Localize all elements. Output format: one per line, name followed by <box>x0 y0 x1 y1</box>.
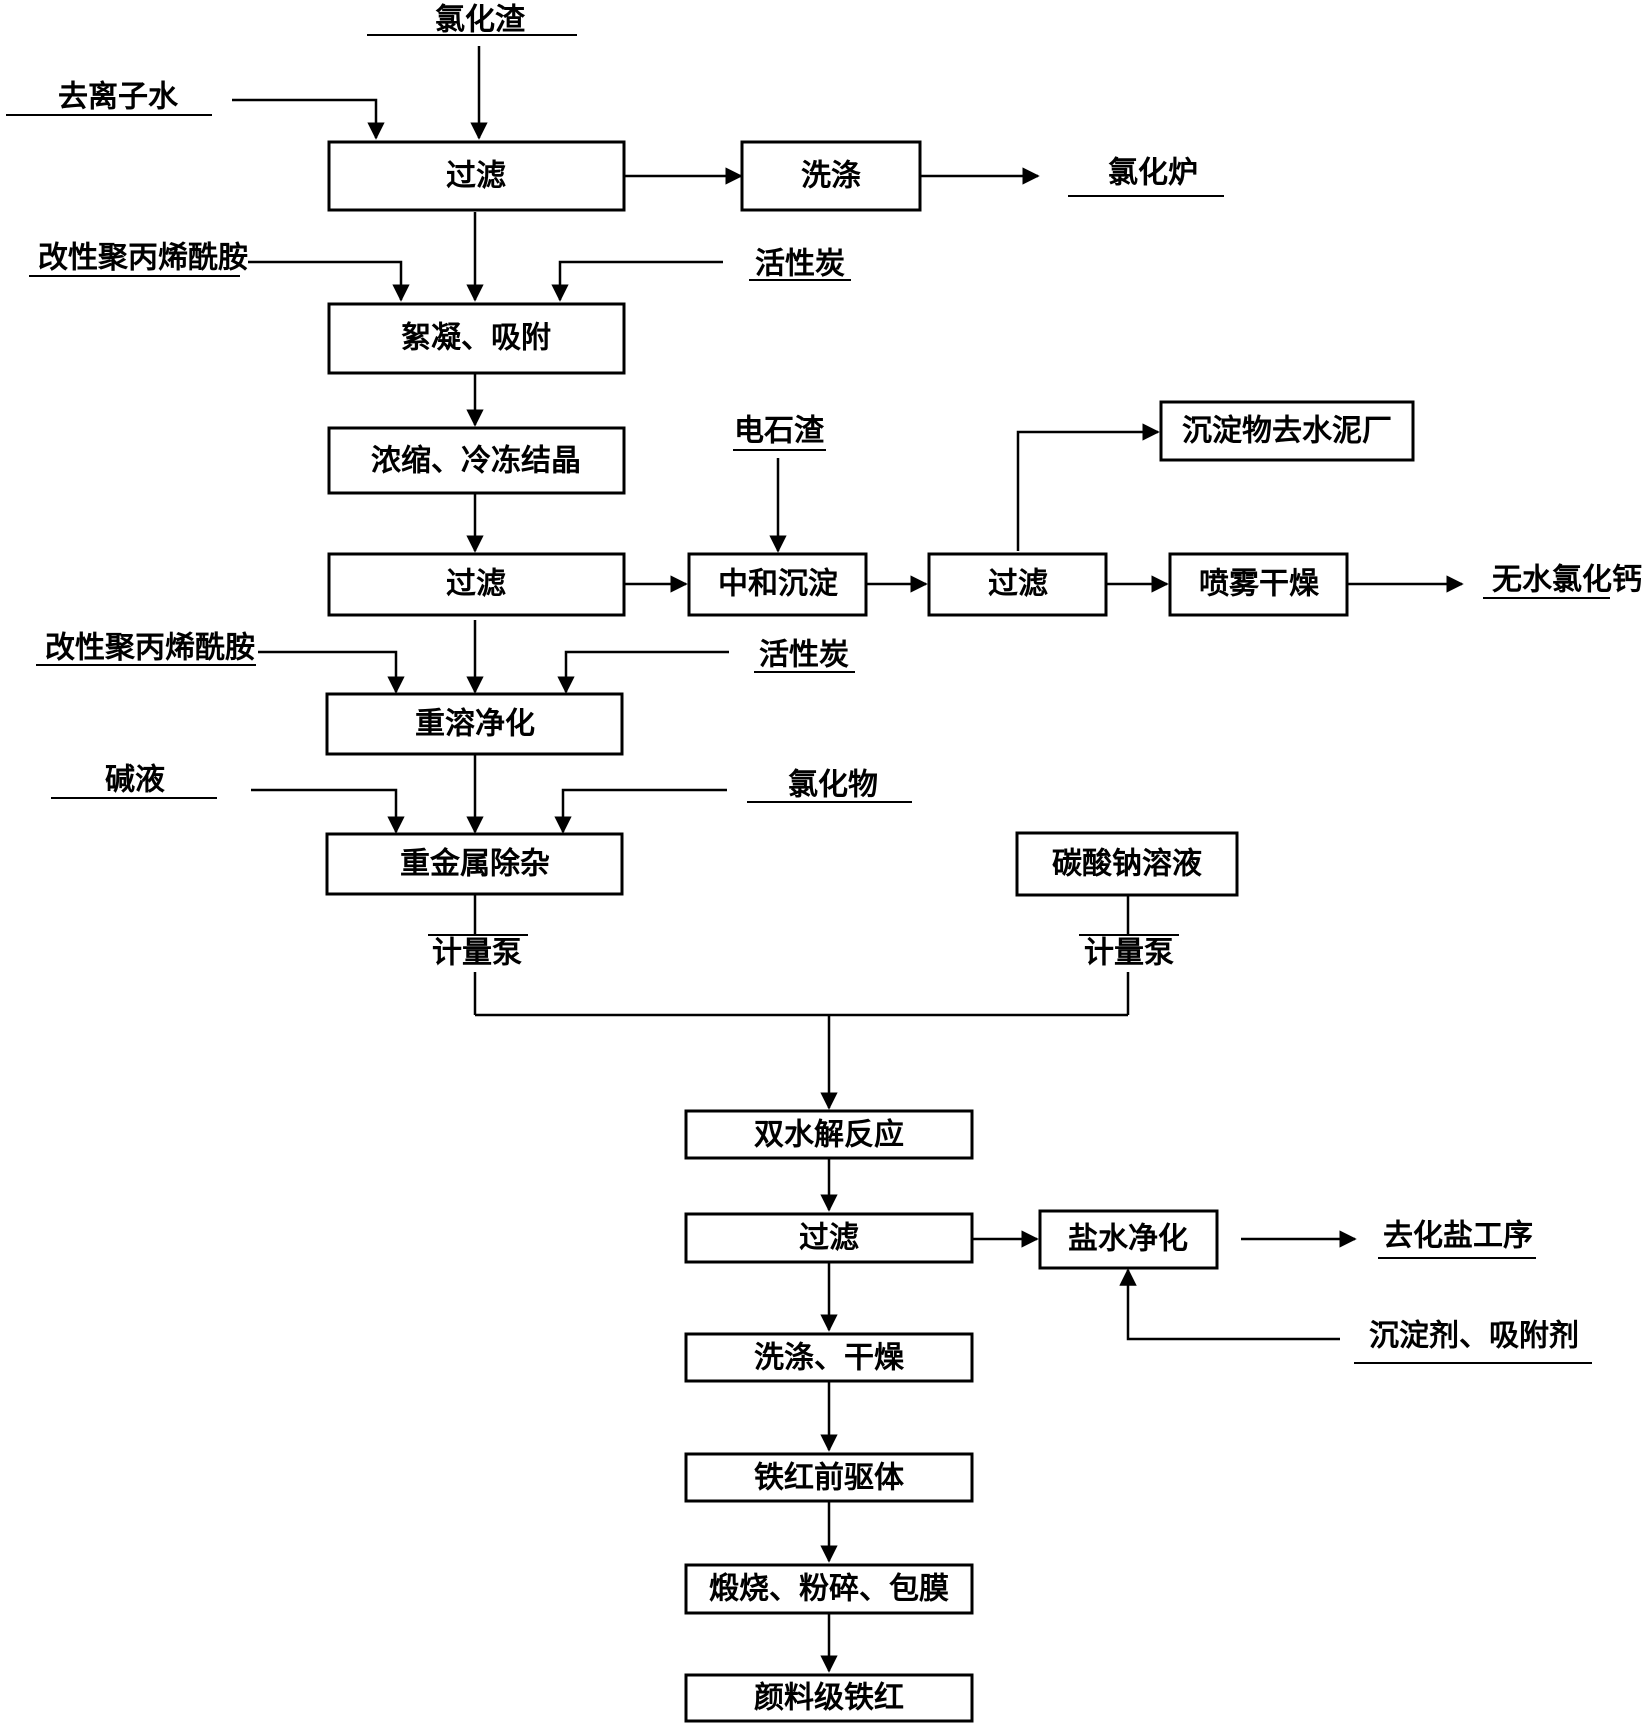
step-filter-3-label: 过滤 <box>988 567 1048 602</box>
step-sediment-cement-label: 沉淀物去水泥厂 <box>1182 414 1392 449</box>
output-anhydrous-cacl2-label: 无水氯化钙 <box>1492 563 1642 598</box>
step-heavy-metal: 重金属除杂 <box>325 832 624 896</box>
input-modified-pam-2: 改性聚丙烯酰胺 <box>36 631 256 666</box>
input-activated-carbon-2-label: 活性炭 <box>759 638 849 673</box>
label-pump-left: 计量泵 <box>428 934 528 971</box>
connectors <box>232 46 1464 1673</box>
step-concentrate-label: 浓缩、冷冻结晶 <box>371 444 581 479</box>
step-filter-1-label: 过滤 <box>446 159 506 194</box>
input-deionized-water: 去离子水 <box>6 80 212 116</box>
step-flocculation-label: 絮凝、吸附 <box>401 321 551 356</box>
input-precipitant-adsorbent: 沉淀剂、吸附剂 <box>1354 1319 1592 1364</box>
step-wash-1: 洗涤 <box>740 140 922 212</box>
input-modified-pam-1-label: 改性聚丙烯酰胺 <box>38 241 248 276</box>
input-carbide-slag: 电石渣 <box>733 414 826 451</box>
step-filter-4-label: 过滤 <box>799 1221 859 1256</box>
input-activated-carbon-2: 活性炭 <box>754 638 855 673</box>
step-calcine-label: 煅烧、粉碎、包膜 <box>709 1572 949 1607</box>
input-chlorination-slag-label: 氯化渣 <box>435 3 526 38</box>
input-sulfide-label: 氯化物 <box>788 768 878 803</box>
label-pump-left-text: 计量泵 <box>432 936 522 971</box>
input-carbide-slag-label: 电石渣 <box>734 414 825 449</box>
step-precursor: 铁红前驱体 <box>684 1452 974 1503</box>
output-chlorination-furnace-label: 氯化炉 <box>1108 156 1198 191</box>
input-activated-carbon-1: 活性炭 <box>749 247 851 282</box>
step-spray-dry-label: 喷雾干燥 <box>1199 567 1320 602</box>
input-activated-carbon-1-label: 活性炭 <box>755 247 845 282</box>
output-chlorination-furnace: 氯化炉 <box>1068 156 1224 197</box>
step-wash-dry-label: 洗涤、干燥 <box>754 1341 905 1376</box>
input-chlorination-slag: 氯化渣 <box>367 3 577 38</box>
step-pigment: 颜料级铁红 <box>684 1673 974 1723</box>
step-sodium-carbonate: 碳酸钠溶液 <box>1015 831 1239 897</box>
step-filter-2-label: 过滤 <box>446 567 506 602</box>
label-pump-right: 计量泵 <box>1079 934 1179 971</box>
step-double-hydrolysis-label: 双水解反应 <box>754 1118 904 1153</box>
input-deionized-water-label: 去离子水 <box>58 80 179 115</box>
step-filter-3: 过滤 <box>927 552 1108 617</box>
step-neutralize: 中和沉淀 <box>687 552 868 617</box>
step-redissolve: 重溶净化 <box>325 692 624 756</box>
output-salt-process-label: 去化盐工序 <box>1383 1219 1533 1254</box>
step-brine-purify: 盐水净化 <box>1038 1209 1219 1270</box>
step-concentrate: 浓缩、冷冻结晶 <box>327 426 626 495</box>
step-filter-2: 过滤 <box>327 552 626 617</box>
input-precipitant-adsorbent-label: 沉淀剂、吸附剂 <box>1369 1319 1579 1354</box>
step-flocculation: 絮凝、吸附 <box>327 302 626 375</box>
step-spray-dry: 喷雾干燥 <box>1168 552 1349 617</box>
step-brine-purify-label: 盐水净化 <box>1068 1222 1188 1257</box>
step-calcine: 煅烧、粉碎、包膜 <box>684 1563 974 1615</box>
step-wash-1-label: 洗涤 <box>801 159 861 194</box>
step-pigment-label: 颜料级铁红 <box>754 1681 904 1716</box>
input-modified-pam-1: 改性聚丙烯酰胺 <box>29 241 248 277</box>
step-wash-dry: 洗涤、干燥 <box>684 1332 974 1383</box>
output-anhydrous-cacl2: 无水氯化钙 <box>1483 563 1642 599</box>
input-modified-pam-2-label: 改性聚丙烯酰胺 <box>45 631 255 666</box>
step-filter-4: 过滤 <box>684 1212 974 1264</box>
label-pump-right-text: 计量泵 <box>1084 936 1174 971</box>
input-sulfide: 氯化物 <box>747 768 912 803</box>
step-sodium-carbonate-label: 碳酸钠溶液 <box>1052 847 1202 882</box>
input-alkali-liquor: 碱液 <box>51 763 217 799</box>
step-filter-1: 过滤 <box>327 140 626 212</box>
step-redissolve-label: 重溶净化 <box>415 707 535 742</box>
step-neutralize-label: 中和沉淀 <box>718 567 838 602</box>
step-sediment-cement: 沉淀物去水泥厂 <box>1159 400 1415 462</box>
output-salt-process: 去化盐工序 <box>1378 1219 1536 1259</box>
step-heavy-metal-label: 重金属除杂 <box>400 847 550 882</box>
step-double-hydrolysis: 双水解反应 <box>684 1109 974 1160</box>
step-precursor-label: 铁红前驱体 <box>754 1461 905 1496</box>
input-alkali-liquor-label: 碱液 <box>105 763 165 798</box>
